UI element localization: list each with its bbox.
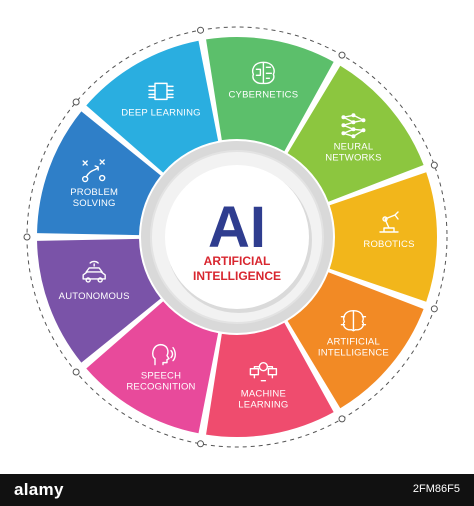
segment-label-machine-learning: LEARNING	[238, 400, 288, 411]
ring-dot	[72, 98, 80, 106]
segment-label-neural-networks: NEURAL	[334, 141, 374, 152]
brain-chip-icon	[340, 310, 367, 332]
segment-deep-learning: DEEP LEARNING	[86, 40, 219, 173]
computers-brain-icon	[249, 361, 278, 382]
segment-shape-artificial-intelligence	[287, 272, 424, 409]
ring-dot	[430, 305, 438, 313]
center-hub: AI ARTIFICIAL INTELLIGENCE	[141, 141, 333, 333]
ring-dot	[72, 368, 80, 376]
segment-label-problem-solving: SOLVING	[73, 198, 116, 209]
center-subtitle-line2: INTELLIGENCE	[193, 269, 281, 283]
segment-robotics: ROBOTICS	[329, 172, 437, 302]
segment-label-deep-learning: DEEP LEARNING	[121, 107, 201, 118]
segment-shape-cybernetics	[206, 36, 334, 152]
ring-dot	[430, 161, 438, 169]
circuit-brain-icon	[252, 61, 275, 85]
neural-network-icon	[341, 113, 366, 139]
segment-label-neural-networks: NETWORKS	[325, 152, 382, 163]
ring-dot	[23, 233, 31, 241]
footer-bar: alamy 2FM86F5	[0, 474, 474, 506]
segment-shape-speech-recognition	[86, 301, 219, 434]
segment-shape-autonomous	[37, 238, 161, 363]
segment-shape-problem-solving	[37, 111, 161, 236]
segment-label-autonomous: AUTONOMOUS	[59, 291, 130, 302]
segment-label-speech-recognition: RECOGNITION	[126, 382, 195, 393]
ai-wheel-diagram: ROBOTICSARTIFICIALINTELLIGENCEMACHINELEA…	[23, 26, 448, 448]
segment-label-robotics: ROBOTICS	[363, 239, 414, 250]
segment-label-artificial-intelligence: INTELLIGENCE	[318, 348, 389, 359]
ring-dot	[338, 415, 346, 423]
speaking-head-icon	[152, 343, 176, 366]
segment-cybernetics: CYBERNETICS	[206, 36, 334, 152]
ring-dot	[197, 440, 205, 448]
segment-shape-robotics	[329, 172, 437, 302]
segment-label-speech-recognition: SPEECH	[141, 371, 181, 382]
alamy-logo: alamy	[14, 480, 64, 499]
strategy-play-icon	[81, 159, 106, 183]
robot-arm-icon	[379, 211, 399, 233]
center-title: AI	[208, 195, 266, 260]
segments-layer: ROBOTICSARTIFICIALINTELLIGENCEMACHINELEA…	[37, 36, 437, 437]
center-subtitle-line1: ARTIFICIAL	[204, 254, 271, 268]
segment-autonomous: AUTONOMOUS	[37, 238, 161, 363]
image-id-label: 2FM86F5	[412, 483, 460, 495]
segment-label-artificial-intelligence: ARTIFICIAL	[327, 337, 380, 348]
autonomous-car-icon	[82, 260, 106, 283]
ring-dot	[197, 26, 205, 34]
ring-dot	[338, 51, 346, 59]
center-disc	[165, 165, 309, 309]
segment-shape-deep-learning	[86, 40, 219, 173]
neural-chip-icon	[148, 82, 174, 101]
segment-shape-neural-networks	[287, 65, 424, 202]
segment-shape-machine-learning	[206, 322, 334, 437]
segment-label-problem-solving: PROBLEM	[70, 187, 118, 198]
outer-dashed-ring	[23, 26, 448, 448]
segment-label-machine-learning: MACHINE	[241, 389, 286, 400]
segment-label-cybernetics: CYBERNETICS	[229, 89, 299, 100]
